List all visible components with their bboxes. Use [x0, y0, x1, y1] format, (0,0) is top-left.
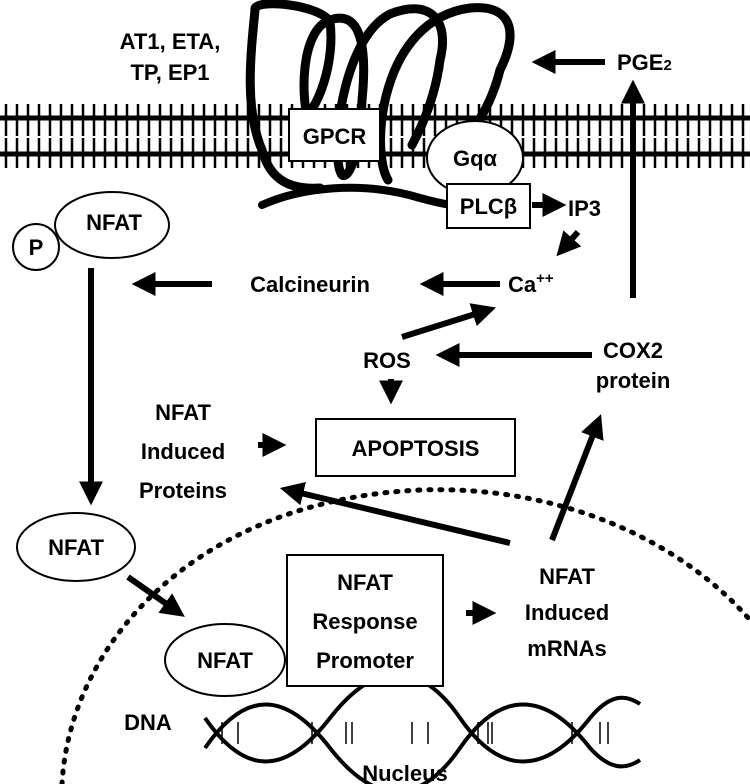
response-promoter-box [286, 554, 444, 687]
plc-beta-label: PLCβ [460, 194, 517, 219]
induced-mrnas-line3: mRNAs [527, 636, 606, 661]
ip3-label: IP3 [568, 196, 601, 221]
induced-proteins-line1: NFAT [155, 400, 211, 425]
pge2-label: PGE2 [617, 50, 672, 75]
arrow-mrnas-to-proteins [279, 481, 511, 546]
nfat-phospho-ellipse [54, 191, 170, 259]
response-promoter-line2: Response [312, 609, 417, 634]
calcium-label: Ca++ [508, 270, 554, 297]
response-promoter-line1: NFAT [337, 570, 393, 595]
nfat-dna-label: NFAT [197, 648, 253, 673]
receptor-list-line1: AT1, ETA, [120, 29, 221, 54]
apoptosis-label: APOPTOSIS [352, 436, 480, 461]
receptor-list-line2: TP, EP1 [130, 60, 209, 85]
nfat-phospho-label: NFAT [86, 210, 142, 235]
nfat-dna-ellipse [164, 623, 286, 697]
arrow-ros-to-ca [401, 303, 497, 340]
dna-helix [203, 672, 642, 784]
cox2-line2: protein [596, 368, 671, 393]
ros-label: ROS [363, 348, 411, 373]
induced-proteins-line3: Proteins [139, 478, 227, 503]
gpcr-receptor-loops [245, 0, 515, 193]
arrow-nfat-to-promoter [126, 574, 185, 617]
gpcr-label: GPCR [303, 124, 367, 149]
response-promoter-line3: Promoter [316, 648, 414, 673]
arrow-mrnas-to-cox2 [549, 414, 604, 542]
nfat-cytosol-ellipse [16, 512, 136, 582]
phosphate-circle [12, 223, 60, 271]
nucleus-label: Nucleus [362, 761, 448, 784]
plc-beta-box [446, 183, 531, 229]
cox2-line1: COX2 [603, 338, 663, 363]
arrow-ip3-to-ca [556, 230, 582, 257]
dna-label: DNA [124, 710, 172, 735]
gpcr-box [288, 108, 381, 162]
gq-alpha-label: Gqα [453, 146, 498, 171]
apoptosis-box [315, 418, 516, 477]
nucleus-envelope [59, 487, 750, 784]
calcineurin-label: Calcineurin [250, 272, 370, 297]
nfat-cytosol-label: NFAT [48, 535, 104, 560]
induced-mrnas-line2: Induced [525, 600, 609, 625]
induced-mrnas-line1: NFAT [539, 564, 595, 589]
cell-membrane [0, 104, 750, 168]
induced-proteins-line2: Induced [141, 439, 225, 464]
phosphate-label: P [29, 235, 44, 260]
